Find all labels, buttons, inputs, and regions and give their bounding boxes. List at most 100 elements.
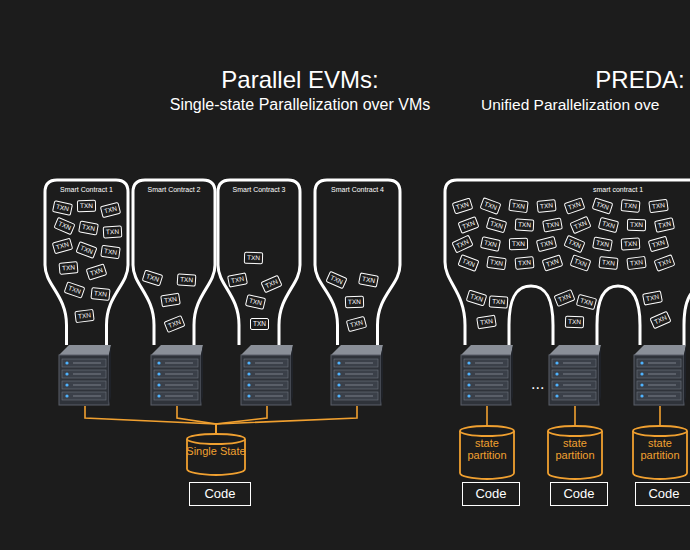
node-text: TXN [461, 257, 476, 269]
node-text: TXN [579, 296, 594, 307]
transaction-box: TXN [52, 238, 74, 255]
transaction-box: TXN [621, 199, 641, 213]
state-cylinder: state partition [459, 425, 515, 479]
server-led [640, 383, 643, 386]
node-text: TXN [657, 220, 671, 231]
transaction-box: TXN [649, 311, 671, 330]
server-bay [62, 392, 106, 400]
server-bay [62, 381, 106, 389]
server-side [599, 345, 601, 405]
transaction-box: TXN [142, 269, 164, 286]
node-text: TXN [518, 258, 532, 267]
node-text: TXN [483, 239, 497, 250]
transaction-box: TXN [90, 287, 110, 301]
server-bay [244, 381, 288, 389]
transaction-box: TXN [466, 289, 488, 306]
server-led [640, 394, 643, 397]
node-text: TXN [653, 314, 668, 327]
server-bay [334, 392, 378, 400]
node-text: TXN [455, 200, 470, 211]
server-bay [154, 392, 198, 400]
server-slot [345, 363, 373, 364]
server-led [157, 394, 160, 397]
server-body [549, 355, 599, 405]
server-led [157, 372, 160, 375]
node-text: TXN [67, 284, 82, 296]
node-text: TXN [602, 258, 616, 267]
server-side [109, 345, 111, 405]
node-text: Smart Contract 2 [133, 180, 215, 193]
server-led [555, 372, 558, 375]
transaction-box: TXN [642, 290, 663, 305]
node-text: TXN [247, 254, 260, 262]
node-text: TXN [361, 275, 375, 285]
node-text: TXN [539, 239, 554, 250]
transaction-box: TXN [592, 197, 614, 214]
server-slot [563, 396, 591, 397]
transaction-box: TXN [576, 294, 597, 311]
server-top [241, 345, 293, 355]
state-cylinder: state partition [632, 425, 688, 479]
funnel-outline [445, 180, 690, 345]
transaction-box: TXN [627, 219, 646, 231]
server-slot [648, 396, 676, 397]
node-text: TXN [595, 239, 609, 249]
node-text: TXN [512, 240, 525, 248]
transaction-box: TXN [598, 256, 618, 270]
node-text: TXN [253, 320, 266, 328]
wire [486, 406, 488, 425]
node-text: TXN [55, 203, 69, 214]
transaction-box: TXN [486, 256, 506, 271]
server-slot [475, 363, 503, 364]
node-text: TXN [490, 258, 504, 268]
funnel-outline [133, 180, 215, 345]
subheading: Unified Parallelization ove [481, 96, 659, 114]
node-text: TXN [545, 257, 560, 269]
node-text: Smart Contract 4 [315, 180, 400, 193]
node-text: TXN [573, 219, 588, 231]
transaction-box: TXN [553, 289, 575, 307]
node-text: TXN [55, 240, 70, 251]
server-led [555, 394, 558, 397]
transaction-box: TXN [654, 217, 675, 233]
transaction-box: TXN [451, 235, 473, 254]
node-text: TXN [329, 274, 344, 287]
transaction-box: TXN [163, 315, 185, 333]
node-text: TXN [145, 272, 160, 283]
server-top [549, 345, 601, 355]
transaction-box: TXN [59, 261, 79, 275]
wire [574, 406, 576, 425]
server-bay [154, 359, 198, 367]
node-text: Code [551, 483, 607, 504]
node-text: TXN [264, 278, 279, 291]
server-slot [73, 374, 101, 375]
node-text: TXN [106, 228, 119, 237]
node-text: TXN [492, 298, 506, 307]
transaction-box: TXN [77, 200, 96, 212]
contract-funnel: Smart Contract 4TXNTXNTXNTXN [315, 180, 400, 345]
server-slot [73, 396, 101, 397]
server-icon [549, 345, 601, 405]
node-text: TXN [469, 292, 484, 303]
server-icon [241, 345, 293, 405]
server-side [201, 345, 203, 405]
server-body [331, 355, 381, 405]
node-text: TXN [479, 317, 493, 327]
server-led [157, 361, 160, 364]
transaction-box: TXN [346, 316, 367, 333]
server-bay [637, 359, 681, 367]
server-side [291, 345, 293, 405]
transaction-box: TXN [536, 199, 556, 213]
node-text: Code [463, 483, 519, 504]
transaction-box: TXN [565, 316, 584, 329]
server-slot [475, 374, 503, 375]
server-icon [151, 345, 203, 405]
transaction-box: TXN [74, 309, 94, 323]
server-led [467, 372, 470, 375]
wire [85, 406, 216, 433]
contract-funnel: Smart Contract 2TXNTXNTXNTXN [133, 180, 215, 345]
transaction-box: TXN [345, 296, 364, 309]
node-text: state partition [459, 425, 515, 461]
transaction-box: TXN [598, 217, 619, 233]
